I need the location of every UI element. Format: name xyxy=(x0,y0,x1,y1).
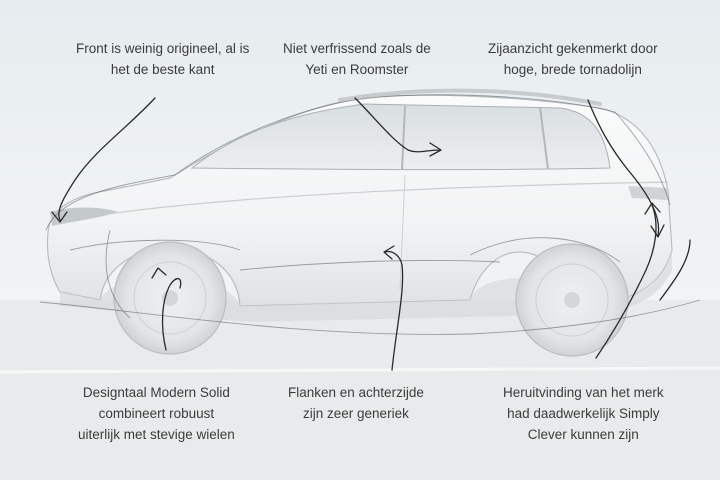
pointer-brand-head xyxy=(644,202,661,215)
pointer-side xyxy=(587,99,660,236)
shoulder-line xyxy=(79,181,669,219)
pointer-brand xyxy=(595,204,657,359)
pointer-bottom-right xyxy=(659,239,691,301)
annotation-design-language-line1: Designtaal Modern Solid xyxy=(82,385,230,400)
car xyxy=(46,88,673,357)
sketch-lines xyxy=(39,94,701,335)
annotation-brand-line1: Heruitvinding van het merk xyxy=(503,385,664,400)
pointer-roof xyxy=(354,97,441,153)
door-cut xyxy=(399,174,406,291)
annotation-side-view-line1: Zijaanzicht gekenmerkt door xyxy=(488,41,658,56)
annotation-front-line1: Front is weinig origineel, al is xyxy=(76,41,250,56)
pointer-side-head xyxy=(650,224,665,238)
annotation-side-view: Zijaanzicht gekenmerkt door hoge, brede … xyxy=(488,38,658,80)
pointer-wheel-head xyxy=(151,267,167,279)
annotation-brand-line3: Clever kunnen zijn xyxy=(527,427,639,442)
annotation-flanks-line2: zijn zeer generiek xyxy=(303,406,409,421)
annotation-design-language: Designtaal Modern Solid combineert robuu… xyxy=(78,382,235,445)
pointer-strokes xyxy=(51,97,691,371)
annotation-roofline-line2: Yeti en Roomster xyxy=(305,62,409,77)
annotation-roofline-line1: Niet verfrissend zoals de xyxy=(283,41,431,56)
window-pillar-b xyxy=(401,105,406,171)
pointer-front-head xyxy=(51,211,68,223)
car-windows xyxy=(190,103,611,170)
tail-light xyxy=(628,186,668,200)
annotation-front-line2: het de beste kant xyxy=(110,62,215,77)
rear-wheel xyxy=(515,243,629,357)
pointer-wheel xyxy=(161,277,182,351)
annotation-brand-line2: had daadwerkelijk Simply xyxy=(507,406,660,421)
pointer-flank-head xyxy=(383,245,395,260)
annotation-flanks: Flanken en achterzijde zijn zeer generie… xyxy=(288,382,424,424)
pointer-roof-head xyxy=(429,142,442,157)
window-pillar-c xyxy=(539,106,549,170)
roof-rail xyxy=(338,88,602,106)
annotation-brand: Heruitvinding van het merk had daadwerke… xyxy=(503,382,664,445)
annotation-roofline: Niet verfrissend zoals de Yeti en Roomst… xyxy=(283,38,431,80)
annotation-side-view-line2: hoge, brede tornadolijn xyxy=(503,62,642,77)
annotation-flanks-line1: Flanken en achterzijde xyxy=(288,385,424,400)
pointer-front xyxy=(58,97,156,221)
annotation-front: Front is weinig origineel, al is het de … xyxy=(76,38,249,80)
annotation-design-language-line2: combineert robuust xyxy=(98,406,215,421)
front-wheel xyxy=(113,241,227,355)
annotation-design-language-line3: uiterlijk met stevige wielen xyxy=(78,427,235,442)
road-line xyxy=(0,366,720,374)
pointer-flank xyxy=(384,250,404,371)
